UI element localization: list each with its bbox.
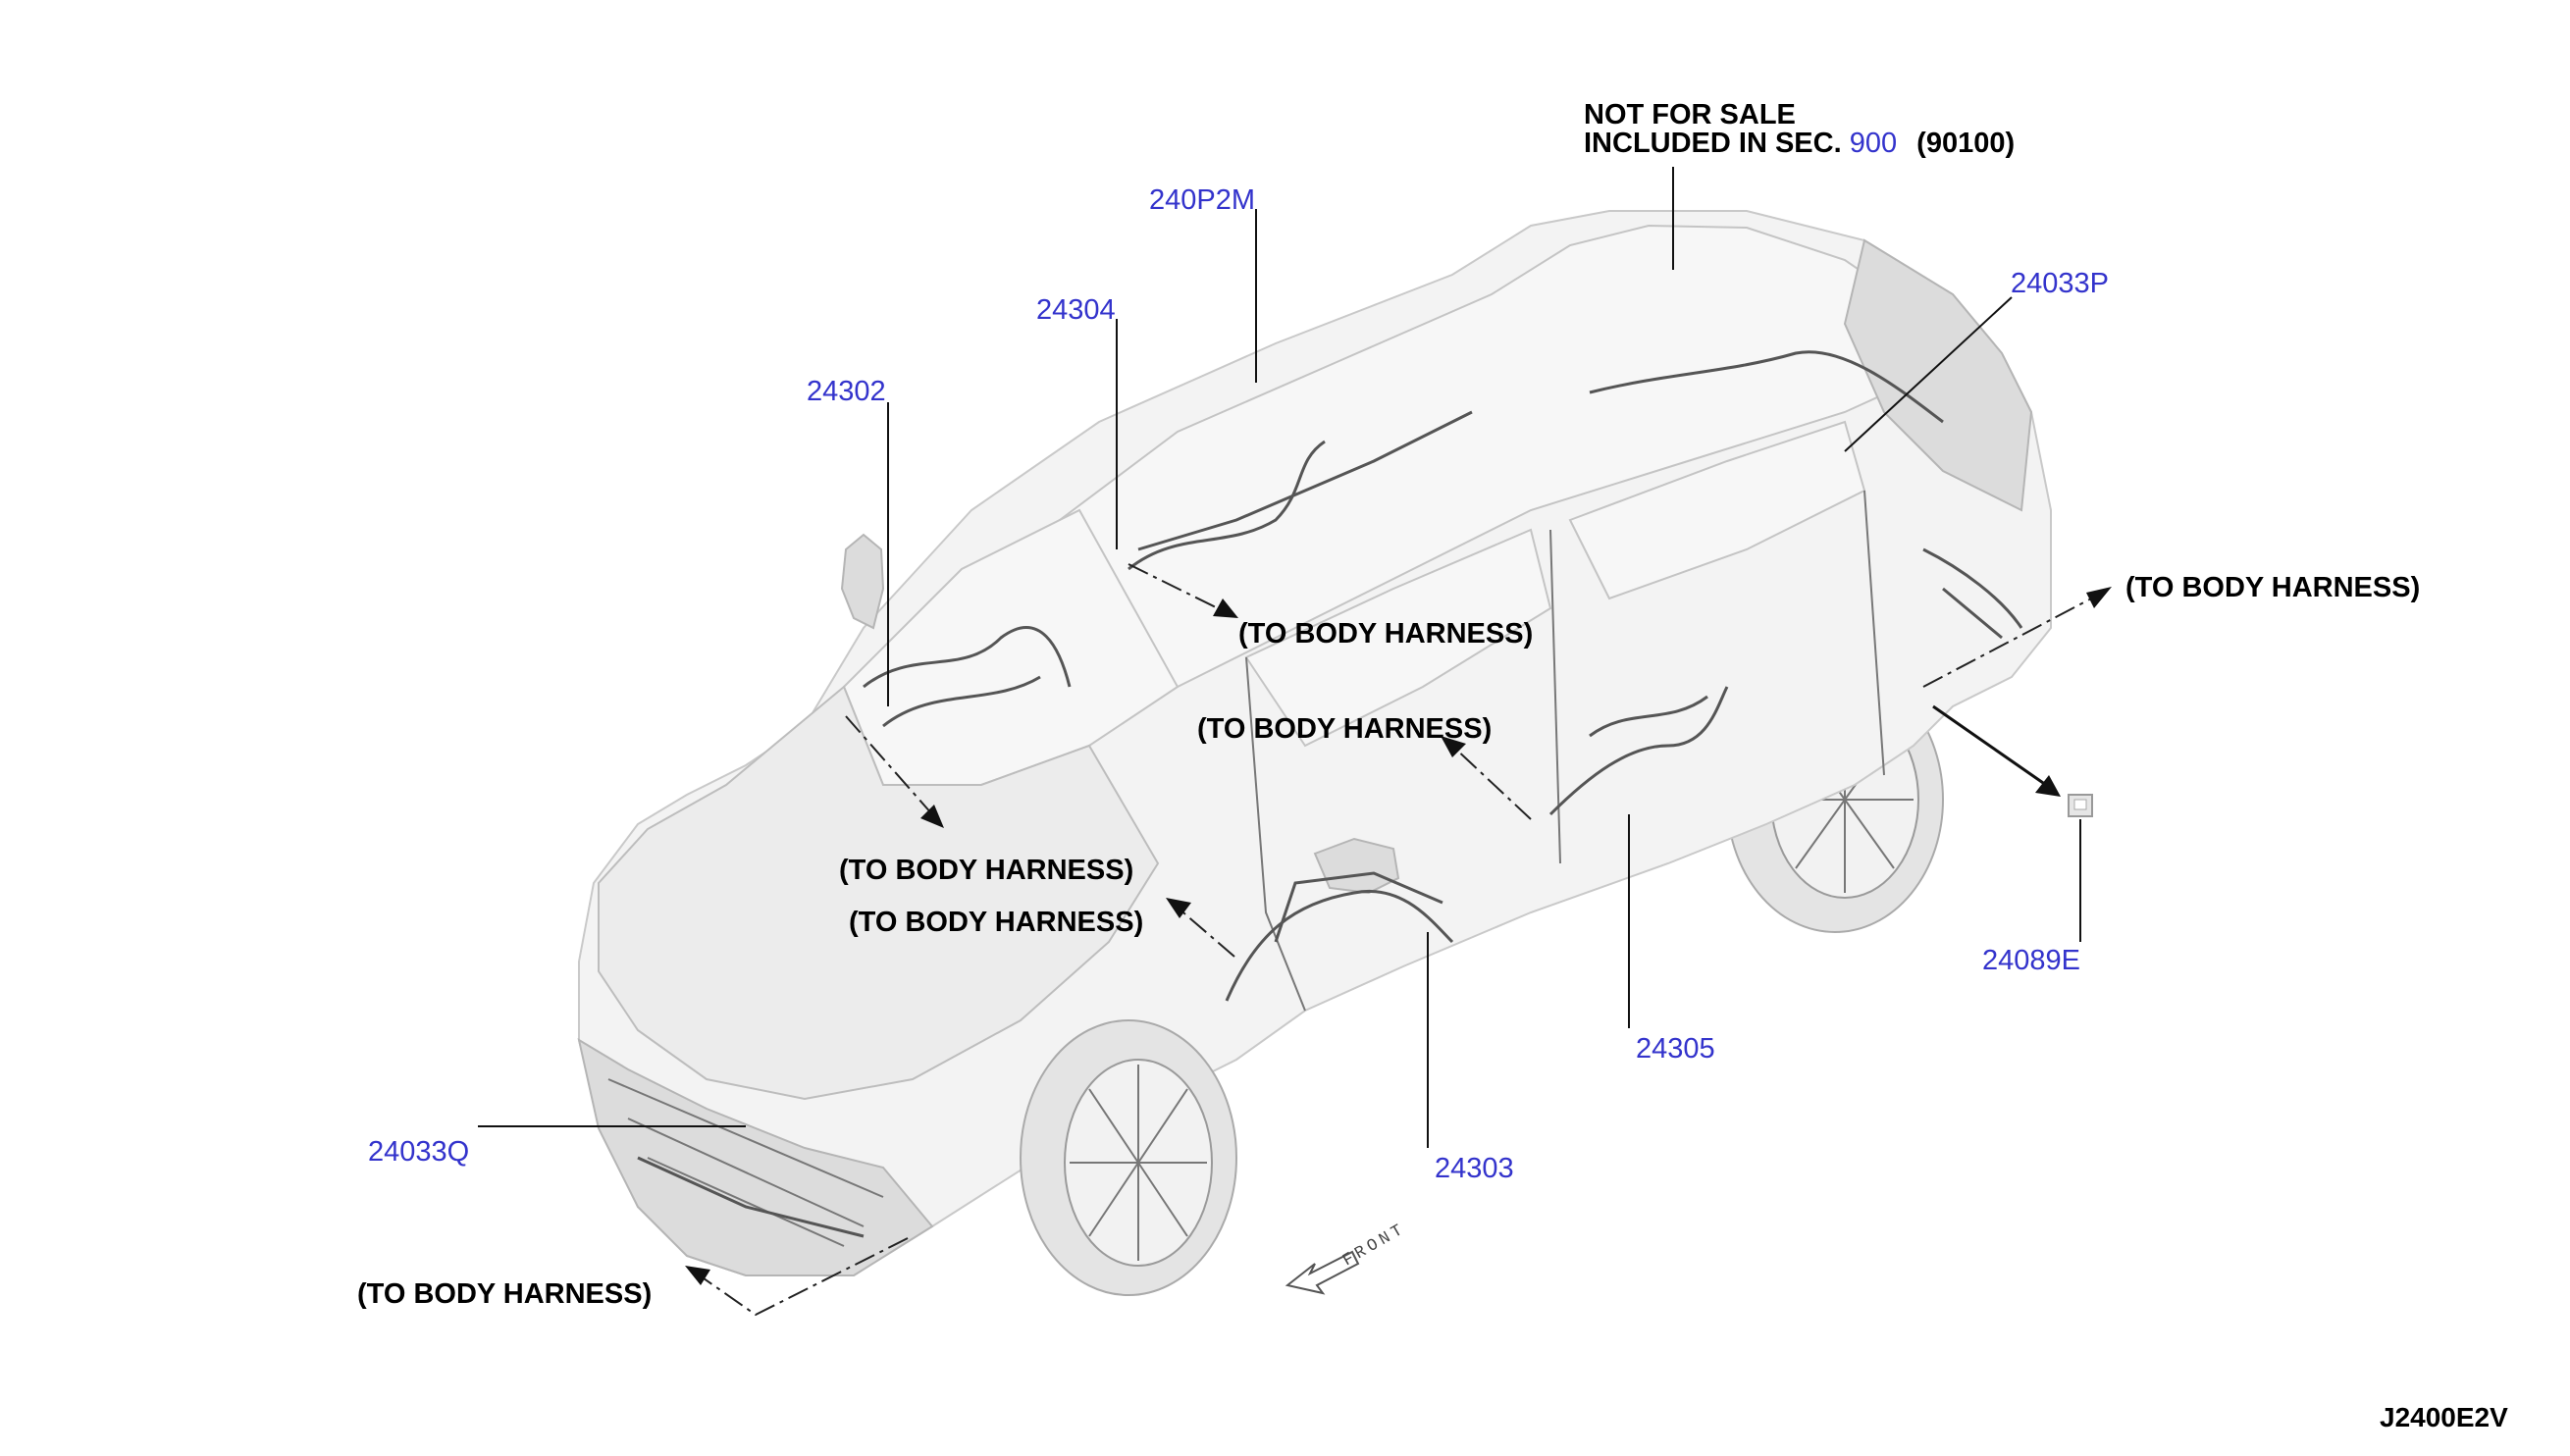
callout-to-body-harness-front-door: (TO BODY HARNESS) xyxy=(849,907,1143,938)
front-direction-indicator: FRONT xyxy=(1285,1220,1410,1295)
part-24305[interactable]: 24305 xyxy=(1636,1033,1715,1065)
callout-to-body-harness-rear-door: (TO BODY HARNESS) xyxy=(1197,713,1492,745)
callout-to-body-harness-hood: (TO BODY HARNESS) xyxy=(839,855,1133,886)
part-240P2M[interactable]: 240P2M xyxy=(1149,184,1255,216)
vehicle-illustration xyxy=(577,210,2052,1296)
part-24304[interactable]: 24304 xyxy=(1036,294,1116,326)
labels: NOT FOR SALE INCLUDED IN SEC. 900 (90100… xyxy=(357,99,2508,1432)
hood xyxy=(598,685,1160,1101)
callout-to-body-harness-roof: (TO BODY HARNESS) xyxy=(1238,618,1533,650)
part-24302[interactable]: 24302 xyxy=(807,376,886,407)
not-for-sale-note: NOT FOR SALE xyxy=(1584,99,1796,130)
diagram-code: J2400E2V xyxy=(2380,1402,2508,1432)
included-in-note: INCLUDED IN SEC. 900 (90100) xyxy=(1584,128,2015,159)
part-24033P[interactable]: 24033P xyxy=(2011,268,2109,299)
front-label: FRONT xyxy=(1340,1220,1410,1271)
section-ref: (90100) xyxy=(1916,128,2015,159)
rear-hatch xyxy=(1843,238,2033,512)
left-mirror xyxy=(840,533,885,630)
callout-to-body-harness-rear: (TO BODY HARNESS) xyxy=(2125,572,2420,603)
part-24303[interactable]: 24303 xyxy=(1435,1153,1514,1184)
harness-wires xyxy=(637,350,2023,1238)
callout-to-body-harness-bumper: (TO BODY HARNESS) xyxy=(357,1278,652,1310)
part-24089E[interactable]: 24089E xyxy=(1982,945,2080,976)
included-in-prefix: INCLUDED IN SEC. xyxy=(1584,128,1842,159)
part-24033Q[interactable]: 24033Q xyxy=(368,1136,469,1168)
connection-arrows xyxy=(685,563,2112,1317)
connector-24089E xyxy=(2068,794,2093,817)
section-number-link[interactable]: 900 xyxy=(1850,128,1897,159)
front-side-window xyxy=(1244,528,1552,748)
front-wheel xyxy=(1020,1019,1237,1296)
leader-lines xyxy=(478,167,2081,1148)
